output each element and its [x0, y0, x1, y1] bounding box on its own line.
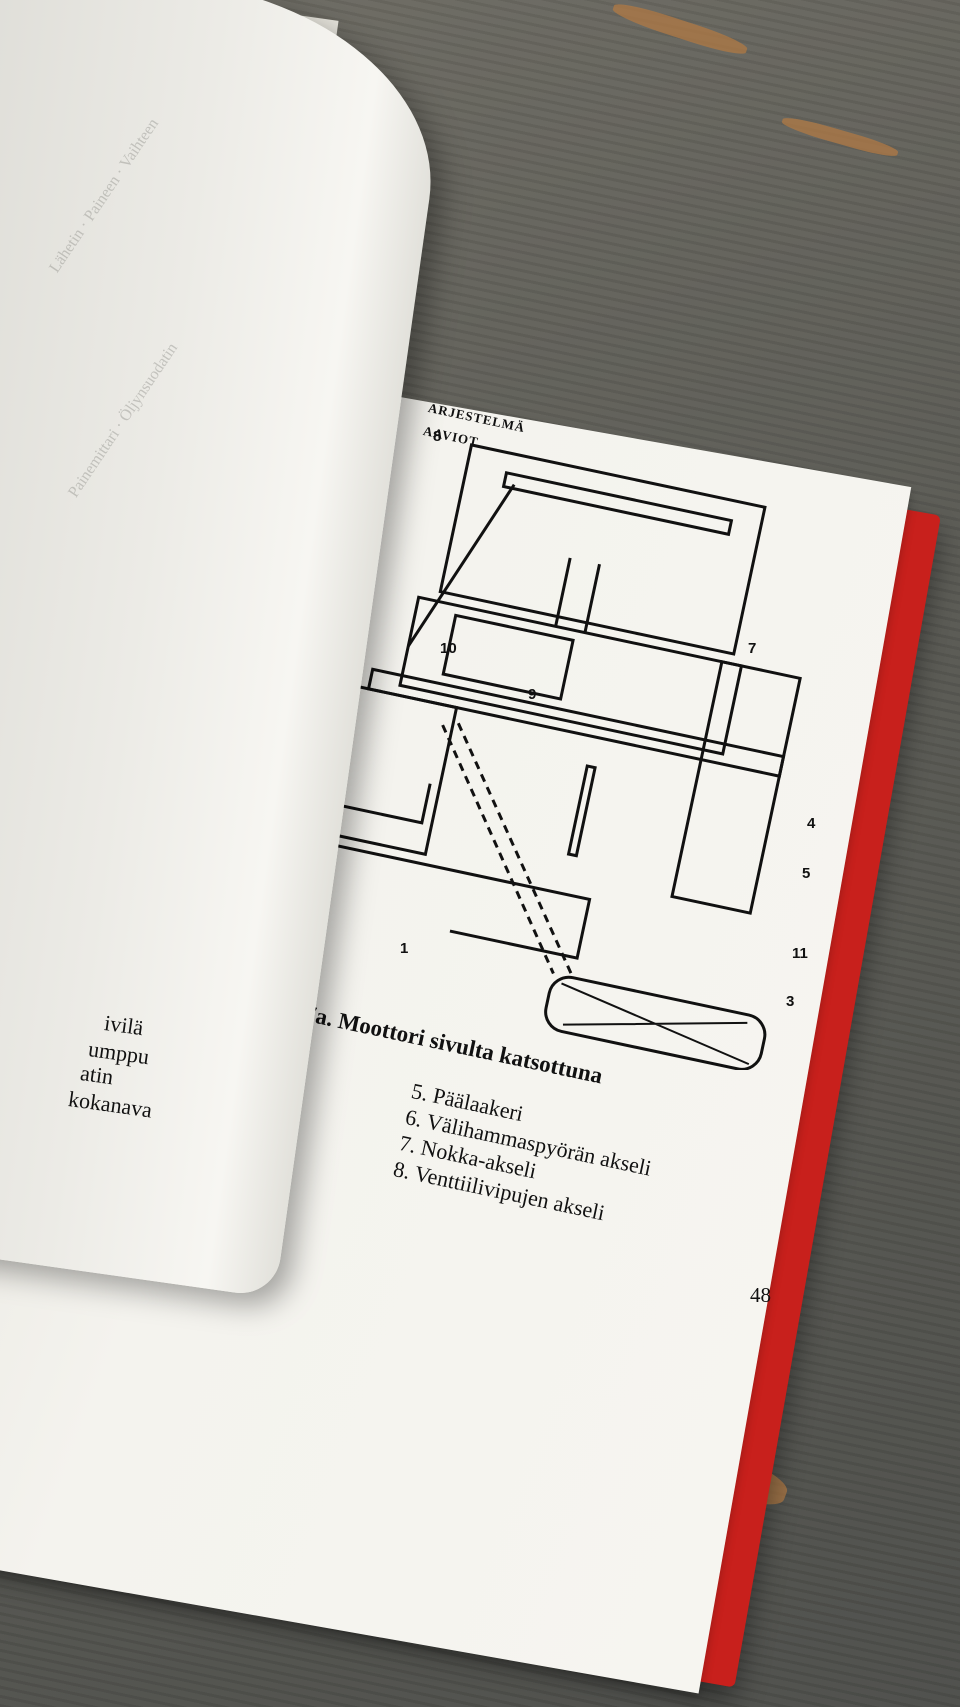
show-through-text: Lähetin · Paineen · Vaihteen: [46, 115, 162, 276]
callout-8: 8: [433, 428, 442, 445]
timing-cover: [670, 659, 802, 915]
callout-3: 3: [786, 993, 795, 1010]
dipstick: [566, 764, 597, 858]
callout-9: 9: [528, 686, 537, 703]
callout-7: 7: [748, 640, 757, 657]
crankcase-upper: [398, 595, 744, 756]
engine-diagram: [306, 443, 802, 1070]
callout-10: 10: [440, 640, 457, 657]
sump-outline: [315, 839, 592, 960]
oil-flow-dashed-1: [441, 724, 555, 975]
show-through-text: Painemittari · Öljynsuodatin: [65, 340, 182, 501]
oil-flow-dashed-2: [456, 722, 575, 979]
callout-4: 4: [807, 815, 816, 832]
oil-filter: [544, 975, 767, 1070]
callout-1: 1: [400, 940, 409, 957]
legend-left-item-1: ivilä: [102, 1010, 146, 1041]
callout-5: 5: [802, 865, 811, 882]
callout-11: 11: [792, 945, 808, 962]
page-number: 48: [750, 1283, 771, 1307]
rocker-shaft: [501, 471, 734, 537]
legend-left-item-3: atin: [78, 1060, 115, 1090]
pushrod: [407, 483, 516, 648]
